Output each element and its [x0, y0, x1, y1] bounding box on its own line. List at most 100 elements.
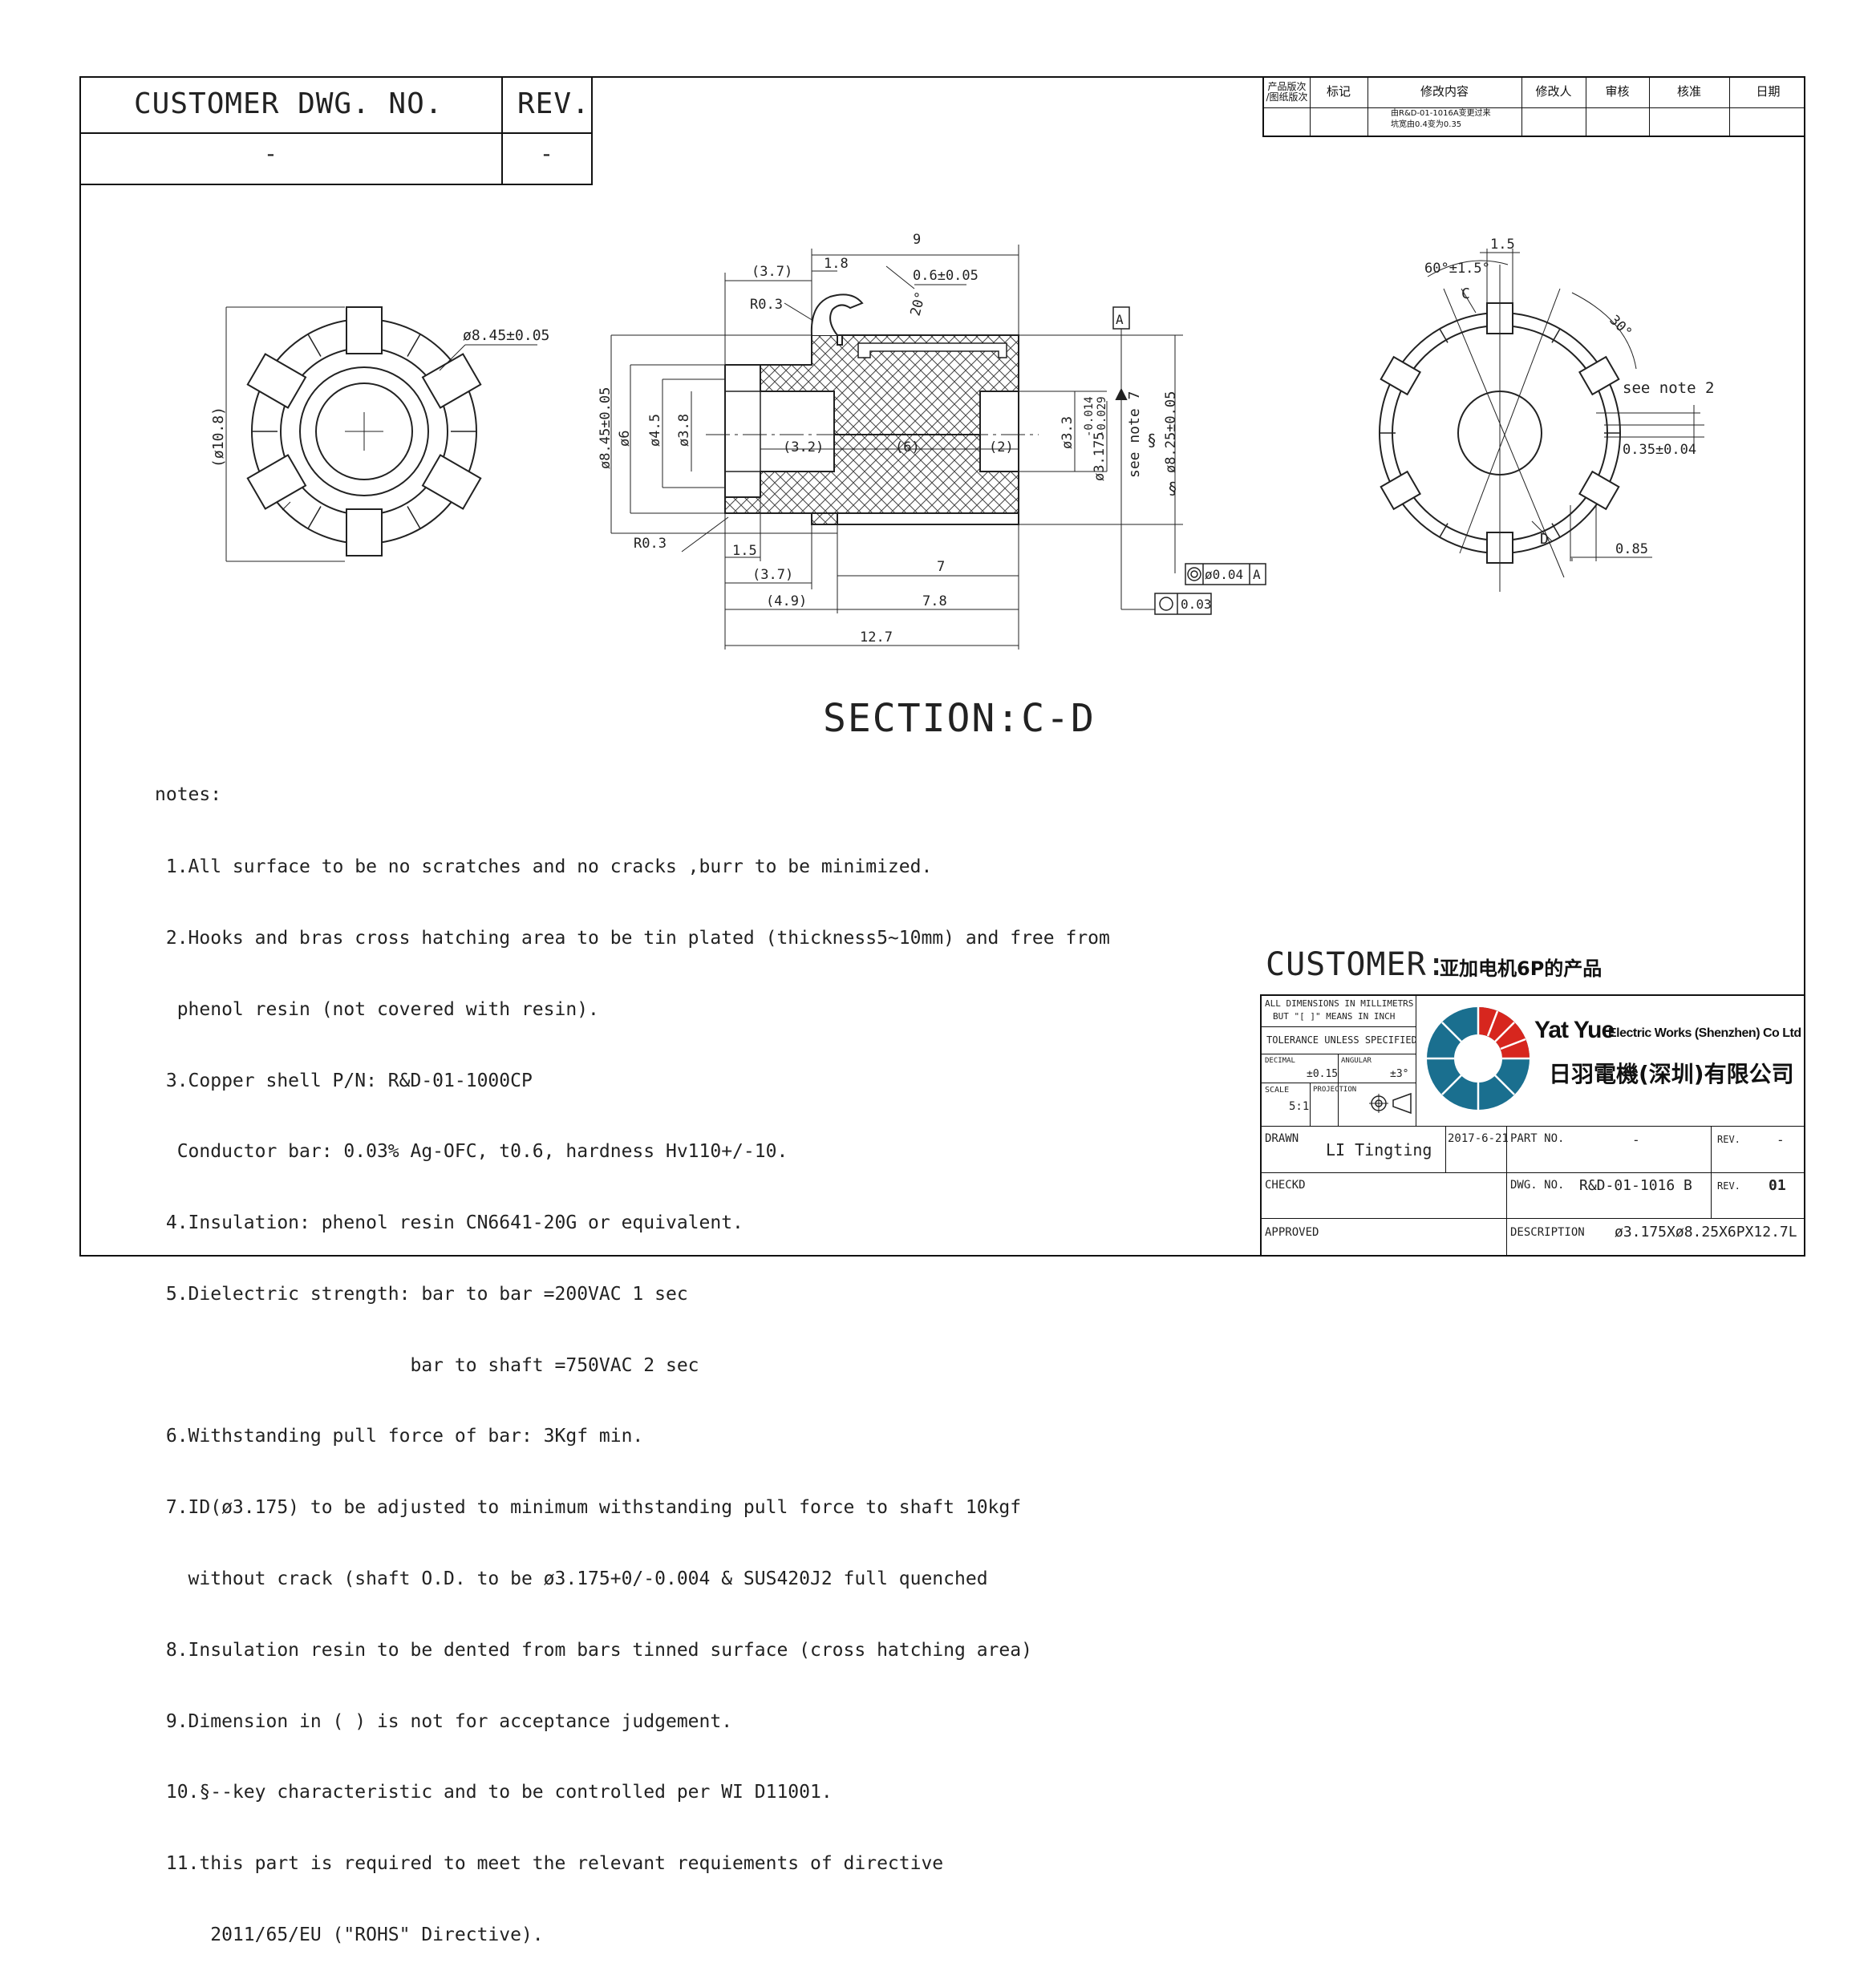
rev-header-review: 审核 [1605, 84, 1630, 99]
dim-3-8: ø3.8 [676, 414, 692, 447]
part-no-label: PART NO. [1510, 1132, 1565, 1145]
projection-symbol-icon [1369, 1092, 1412, 1115]
company-logo [1427, 1007, 1530, 1110]
note-line: 6.Withstanding pull force of bar: 3Kgf m… [155, 1426, 644, 1447]
note-line: 11.this part is required to meet the rel… [155, 1853, 944, 1875]
rev-change-line1: 由R&D-01-1016A变更过来 [1391, 109, 1491, 118]
description-value: ø3.175Xø8.25X6PX12.7L [1615, 1224, 1797, 1240]
gdt2-value: 0.03 [1181, 597, 1212, 612]
gdt1-value: ø0.04 [1205, 567, 1243, 582]
rev-header-version: 产品版次 /图纸版次 [1264, 78, 1310, 107]
dim-0-6: 0.6±0.05 [913, 268, 979, 284]
dim-3-2: (3.2) [783, 439, 824, 455]
rev-value: - [540, 140, 554, 167]
scale-label: SCALE [1265, 1086, 1290, 1095]
dim-3-7-top: (3.7) [752, 264, 792, 280]
dims-note1: ALL DIMENSIONS IN MILLIMETRS [1265, 998, 1414, 1009]
dim-1-8: 1.8 [824, 256, 849, 272]
rev-header-modifier: 修改人 [1535, 84, 1572, 99]
datum-a: A [1116, 312, 1124, 327]
rev-value-1: - [1777, 1132, 1785, 1147]
dim-7: 7 [937, 559, 945, 575]
tolerance-label: TOLERANCE UNLESS SPECIFIED [1266, 1034, 1417, 1046]
left-end-view [225, 306, 537, 562]
dim-0-35: 0.35±0.04 [1623, 442, 1696, 458]
customer-dwg-label: CUSTOMER DWG. NO. [134, 87, 444, 120]
part-no-value: - [1632, 1132, 1640, 1147]
note-line: 3.Copper shell P/N: R&D-01-1000CP [155, 1070, 533, 1091]
dim-30deg: 30° [1606, 312, 1635, 341]
section-view [610, 245, 1266, 650]
projection-label: PROJECTION [1313, 1086, 1357, 1094]
rev-header-date: 日期 [1756, 84, 1781, 99]
rev-change-content: 由R&D-01-1016A变更过来 坑宽由0.4变为0.35 [1391, 108, 1491, 131]
dim-9: 9 [913, 232, 921, 248]
decimal-value: ±0.15 [1307, 1068, 1339, 1080]
key-char-1: § [1147, 431, 1157, 450]
note-line: 10.§--key characteristic and to be contr… [155, 1782, 833, 1803]
note-line: 9.Dimension in ( ) is not for acceptance… [155, 1710, 733, 1732]
dim-1-5: 1.5 [732, 543, 757, 559]
checkd-label: CHECKD [1265, 1179, 1306, 1192]
dim-3-3: ø3.3 [1060, 416, 1076, 449]
note-line: bar to shaft =750VAC 2 sec [155, 1354, 699, 1376]
angular-label: ANGULAR [1341, 1057, 1372, 1065]
notes-heading: notes: [155, 784, 222, 805]
note-line: 8.Insulation resin to be dented from bar… [155, 1639, 1032, 1661]
dim-1-5-right: 1.5 [1490, 237, 1515, 253]
customer-value: 亚加电机6P的产品 [1440, 957, 1603, 980]
dim-845: ø8.45±0.05 [598, 387, 614, 469]
dim-60deg: 60°±1.5° [1424, 261, 1490, 277]
key-char-2: § [1168, 479, 1177, 498]
drawing-frame [79, 76, 1805, 1257]
note-line: phenol resin (not covered with resin). [155, 998, 599, 1020]
decimal-label: DECIMAL [1265, 1057, 1295, 1065]
revision-table: 产品版次 /图纸版次 标记 修改内容 修改人 审核 核准 日期 由R&D-01-… [1262, 76, 1805, 137]
note-line: Conductor bar: 0.03% Ag-OFC, t0.6, hardn… [155, 1141, 788, 1163]
rev-label: REV. [517, 87, 590, 120]
title-block: ALL DIMENSIONS IN MILLIMETRS BUT "[ ]" M… [1260, 994, 1805, 1257]
dwg-no-label: DWG. NO. [1510, 1179, 1565, 1192]
dim-6: ø6 [617, 431, 633, 447]
note-line: without crack (shaft O.D. to be ø3.175+0… [155, 1568, 988, 1589]
gdt1-ref: A [1253, 567, 1261, 582]
drawn-label: DRAWN [1265, 1132, 1299, 1145]
notes-list: 1.All surface to be no scratches and no … [155, 808, 1110, 1971]
dim-4-9: (4.9) [766, 593, 807, 609]
section-mark-c: C [1461, 285, 1470, 302]
scale-value: 5:1 [1289, 1100, 1310, 1113]
note-line: 2.Hooks and bras cross hatching area to … [155, 927, 1110, 949]
approved-label: APPROVED [1265, 1226, 1319, 1239]
dim-6-paren: (6) [895, 439, 920, 455]
rev-header-approve: 核准 [1676, 84, 1701, 99]
dim-r0-3-top: R0.3 [750, 297, 783, 313]
drawing-views: ø8.45±0.05 (ø10.8) [210, 232, 1714, 650]
rev-header-version-line2: /图纸版次 [1266, 91, 1308, 103]
dwg-no-value: R&D-01-1016 B [1579, 1177, 1692, 1194]
dims-note2: BUT "[ ]" MEANS IN INCH [1273, 1011, 1396, 1022]
note-line: 2011/65/EU ("ROHS" Directive). [155, 1924, 544, 1945]
company-en-sub: Electric Works (Shenzhen) Co Ltd [1608, 1026, 1801, 1040]
section-title: SECTION:C-D [823, 696, 1096, 741]
dim-3-7-bot: (3.7) [752, 567, 793, 583]
customer-dwg-value: - [264, 140, 278, 167]
rev-change-line2: 坑宽由0.4变为0.35 [1391, 120, 1462, 129]
dim-12-7: 12.7 [860, 629, 893, 646]
note-line: 7.ID(ø3.175) to be adjusted to minimum w… [155, 1497, 1022, 1519]
dim-r0-3-bot: R0.3 [634, 536, 667, 552]
left-hooks [246, 306, 482, 556]
dim-left-overall: (ø10.8) [210, 407, 227, 467]
customer-dwg-box: CUSTOMER DWG. NO. REV. - - [79, 76, 593, 185]
dim-2: (2) [989, 439, 1014, 455]
rev-label-1: REV. [1717, 1134, 1740, 1145]
rev-label-2: REV. [1717, 1180, 1740, 1192]
see-note-7: see note 7 [1126, 391, 1143, 478]
dim-tol-up: -0.014 [1083, 396, 1096, 437]
dim-4-5: ø4.5 [647, 414, 663, 447]
rev-value-2: 01 [1769, 1177, 1786, 1194]
dim-8-25: ø8.25±0.05 [1163, 391, 1179, 473]
rev-header-mark: 标记 [1326, 84, 1351, 99]
dim-3-175: ø3.175 [1092, 432, 1108, 481]
drawn-date: 2017-6-21 [1448, 1132, 1509, 1145]
angular-value: ±3° [1390, 1068, 1409, 1080]
